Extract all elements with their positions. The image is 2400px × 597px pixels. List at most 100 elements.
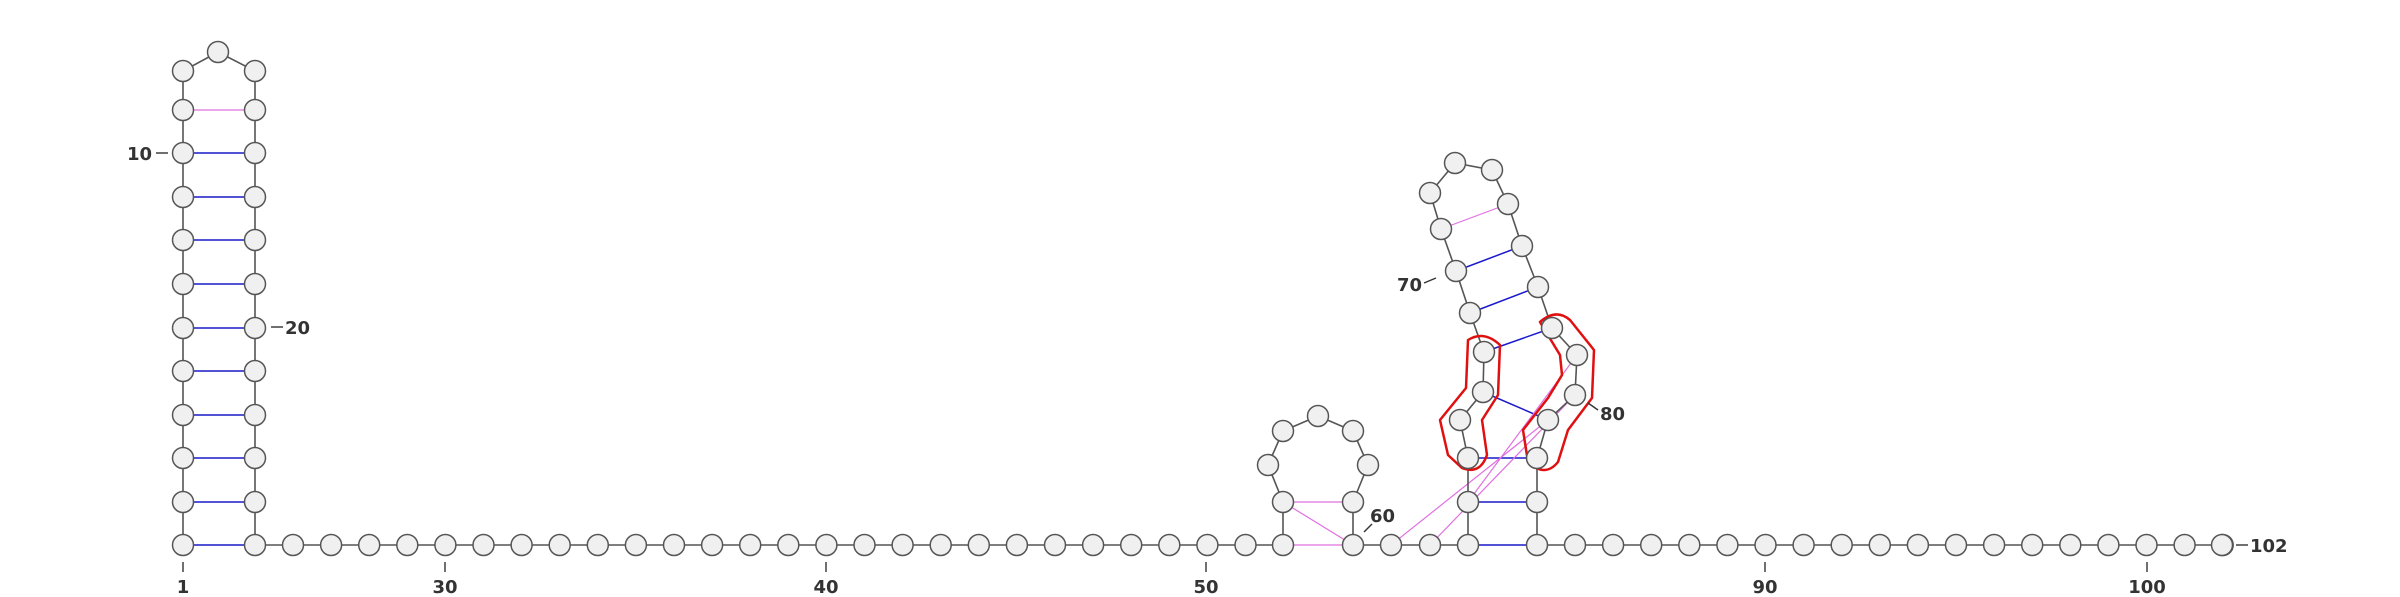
- nucleotide: [1639, 533, 1663, 557]
- nucleotide: [1379, 533, 1403, 557]
- tick-60: [1363, 523, 1373, 533]
- nucleotide: [548, 533, 571, 557]
- position-label-80: 80: [1600, 404, 1625, 425]
- nucleotide: [1525, 533, 1549, 557]
- axis-label-1: 1: [177, 577, 190, 597]
- nucleotide: [1563, 383, 1587, 407]
- tick-70: [1423, 277, 1437, 284]
- nucleotide: [1678, 533, 1701, 557]
- nucleotide: [243, 490, 267, 514]
- nucleotide: [1443, 151, 1467, 175]
- nucleotide: [1456, 490, 1480, 514]
- nucleotide: [1540, 316, 1564, 340]
- nucleotide: [624, 533, 648, 557]
- base-pair-canonical: [1482, 391, 1549, 421]
- nucleotide: [2020, 533, 2044, 557]
- tick-80: [1587, 402, 1599, 411]
- nucleotide: [1119, 533, 1143, 557]
- nucleotide: [171, 446, 195, 470]
- nucleotide: [1456, 533, 1480, 557]
- nucleotide: [243, 141, 267, 165]
- highlight-region-left: [1438, 334, 1502, 472]
- nucleotide: [243, 403, 267, 427]
- nucleotide: [2173, 533, 2196, 557]
- nucleotide: [1256, 453, 1280, 477]
- nucleotide: [1906, 533, 1930, 557]
- labels-layer: 1 30 40 50 90 100 10 20 60 70 80 102: [127, 144, 2288, 597]
- nucleotide: [700, 533, 724, 557]
- nucleotide: [1944, 533, 1968, 557]
- position-label-70: 70: [1397, 275, 1422, 296]
- axis-label-50: 50: [1193, 577, 1218, 597]
- nucleotide: [1341, 533, 1365, 557]
- nucleotide: [1472, 340, 1496, 364]
- nucleotide: [171, 403, 195, 427]
- nucleotide: [1005, 533, 1029, 557]
- nucleotide: [738, 533, 762, 557]
- nucleotide: [2135, 533, 2158, 557]
- nucleotide: [171, 59, 195, 83]
- nucleotide: [1526, 275, 1550, 299]
- nucleotide: [396, 533, 419, 557]
- nucleotide: [1271, 533, 1295, 557]
- nucleotide: [171, 533, 195, 557]
- nucleotide: [967, 533, 991, 557]
- axis-label-30: 30: [432, 577, 457, 597]
- nucleotide: [171, 490, 195, 514]
- nucleotide: [1601, 533, 1625, 557]
- nucleotide: [1448, 408, 1472, 432]
- nucleotide: [1418, 181, 1442, 205]
- nucleotide: [891, 533, 914, 557]
- axis-label-100: 100: [2128, 577, 2166, 597]
- base-pair-noncanonical: [1282, 501, 1354, 546]
- nucleotide: [171, 141, 195, 165]
- base-pair-canonical: [1469, 286, 1539, 314]
- nucleotide: [510, 533, 533, 557]
- nucleotide: [1510, 234, 1534, 258]
- nucleotide: [243, 446, 267, 470]
- nucleotide: [357, 533, 381, 557]
- nucleotide: [281, 533, 305, 557]
- nucleotide: [171, 185, 195, 209]
- nucleotide: [171, 316, 195, 340]
- base-pair-canonical: [1483, 327, 1553, 353]
- nucleotide: [1196, 533, 1219, 557]
- position-label-102: 102: [2250, 536, 2288, 557]
- nucleotide: [1458, 301, 1482, 325]
- nucleotide: [1565, 343, 1589, 367]
- nucleotide: [1563, 533, 1587, 557]
- nucleotide: [2210, 533, 2234, 557]
- nucleotide: [434, 533, 457, 557]
- nucleotide: [1525, 446, 1549, 470]
- nucleotide: [2059, 533, 2082, 557]
- nucleotide: [1496, 192, 1520, 216]
- nucleotide: [171, 228, 195, 252]
- nucleotide: [243, 59, 267, 83]
- nucleotide: [929, 533, 952, 557]
- nucleotide: [1536, 408, 1560, 432]
- nucleotide: [1792, 533, 1815, 557]
- nucleotide: [1444, 259, 1468, 283]
- nucleotide: [171, 98, 195, 122]
- nucleotide: [1456, 446, 1480, 470]
- nucleotide: [1356, 453, 1380, 477]
- nucleotide: [319, 533, 343, 557]
- base-pairs-layer: [183, 109, 1578, 546]
- nucleotide: [243, 228, 267, 252]
- nucleotide: [243, 185, 267, 209]
- nucleotide: [1043, 533, 1067, 557]
- axis-label-40: 40: [813, 577, 838, 597]
- nucleotide: [777, 533, 800, 557]
- nucleotide: [1158, 533, 1181, 557]
- nucleotide: [1271, 419, 1295, 443]
- nucleotide: [815, 533, 838, 557]
- nucleotide: [662, 533, 686, 557]
- nucleotide: [1982, 533, 2006, 557]
- nucleotide: [1525, 490, 1549, 514]
- backbone-layer: [182, 51, 2223, 546]
- nucleotide: [243, 272, 267, 296]
- nucleotide: [1081, 533, 1105, 557]
- nucleotide: [1716, 533, 1739, 557]
- nucleotide: [243, 359, 267, 383]
- base-pair-canonical: [1455, 245, 1523, 272]
